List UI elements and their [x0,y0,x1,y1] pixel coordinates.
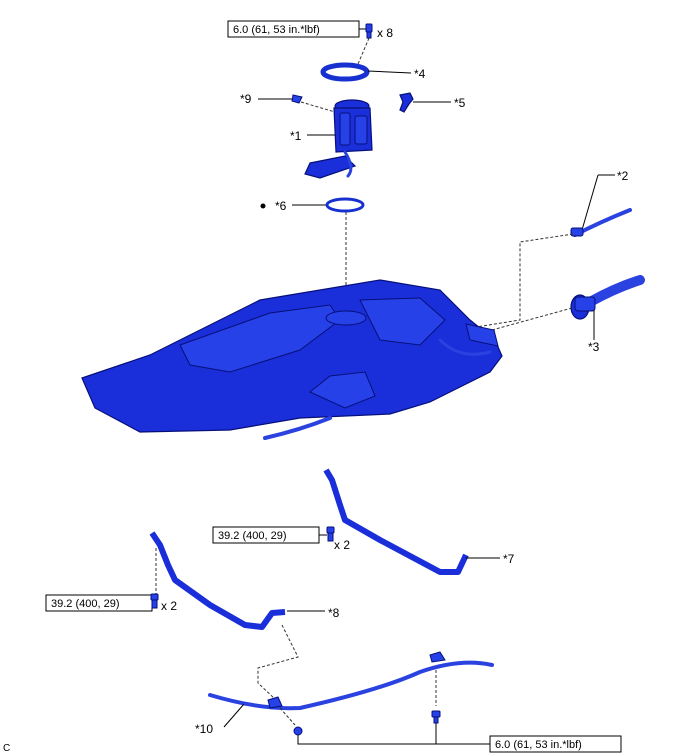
torque-top-text: 6.0 (61, 53 in.*lbf) [233,24,320,36]
label-9: *9 [240,92,252,106]
sender-part [399,92,414,113]
qty-mid-text: x 2 [334,538,350,552]
retainer-ring [320,62,370,82]
qty-top-text: x 8 [377,26,393,40]
pipe-nut [293,726,303,736]
label-2: *2 [617,169,629,183]
pipe-bolt [431,710,441,724]
fuel-tank [81,279,503,440]
torque-callout-top: 6.0 (61, 53 in.*lbf) [227,20,366,38]
band-bolt-left [150,593,159,609]
label-4: *4 [414,67,426,81]
gasket-ring [325,197,365,213]
non-reusable-dot [260,203,266,209]
clip-part [291,94,303,104]
torque-bottom-text: 6.0 (61, 53 in.*lbf) [495,739,582,751]
tank-band-left [149,531,286,630]
label-3: *3 [588,340,600,354]
label-10: *10 [195,722,213,736]
torque-callout-mid: 39.2 (400, 29) [212,526,327,544]
filler-hose [570,275,645,320]
torque-callout-left: 39.2 (400, 29) [45,594,157,612]
torque-callout-bottom: 6.0 (61, 53 in.*lbf) [489,735,622,753]
label-5: *5 [454,96,466,110]
torque-left-text: 39.2 (400, 29) [51,598,120,610]
label-8: *8 [328,606,340,620]
fuel-pump-assembly [304,99,373,179]
qty-left-text: x 2 [161,599,177,613]
band-bolt-mid [326,526,335,542]
label-6: *6 [275,199,287,213]
fuel-pipe [208,651,494,711]
label-7: *7 [503,552,515,566]
torque-mid-text: 39.2 (400, 29) [218,530,287,542]
pump-bolt [365,23,373,39]
tank-band-right [323,468,469,575]
corner-label: C [3,743,10,754]
vent-hose [570,208,632,237]
label-1: *1 [290,129,302,143]
